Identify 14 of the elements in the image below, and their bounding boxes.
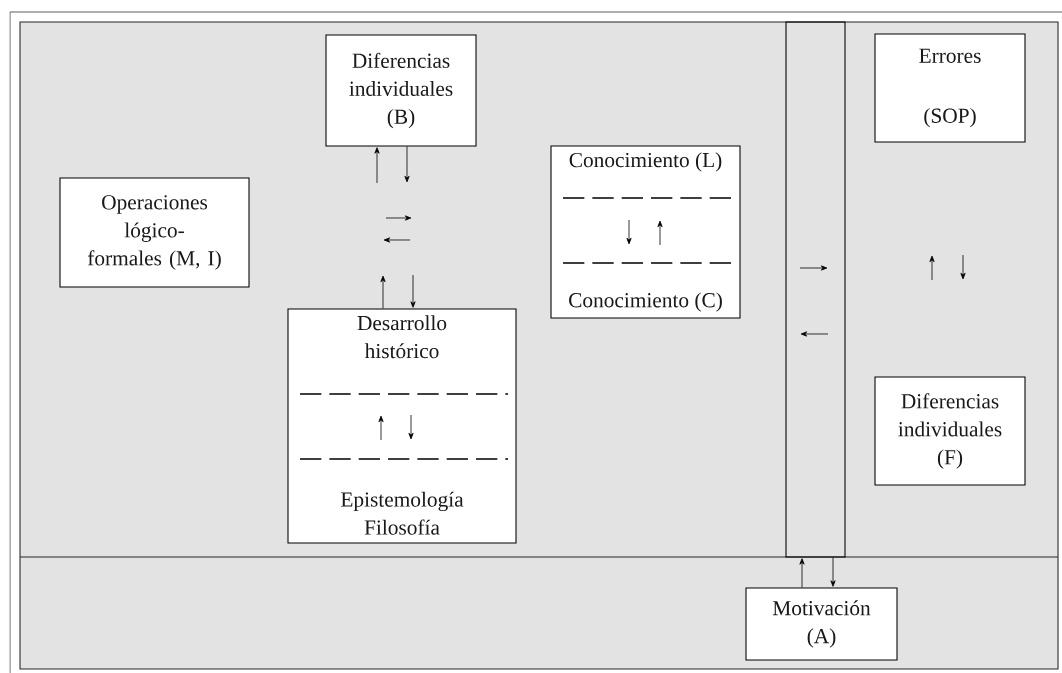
arrow — [374, 147, 380, 184]
column-band — [785, 21, 846, 558]
concept-box: Diferencias individuales (B) — [325, 34, 477, 147]
arrow — [404, 146, 410, 183]
arrow — [380, 275, 386, 309]
arrow — [799, 558, 805, 588]
concept-box: Motivación (A) — [745, 587, 898, 661]
arrow — [410, 274, 416, 308]
split-box: Desarrollo histórico Epistemología Filosofía — [287, 308, 517, 544]
split-box: Conocimiento (L) Conocimiento (C) — [550, 145, 741, 319]
concept-box: Operaciones lógico-formales (M, I) — [59, 177, 250, 288]
concept-box: Errores (SOP) — [874, 33, 1026, 143]
arrow — [830, 557, 836, 587]
concept-box: Diferencias individuales (F) — [874, 376, 1026, 486]
